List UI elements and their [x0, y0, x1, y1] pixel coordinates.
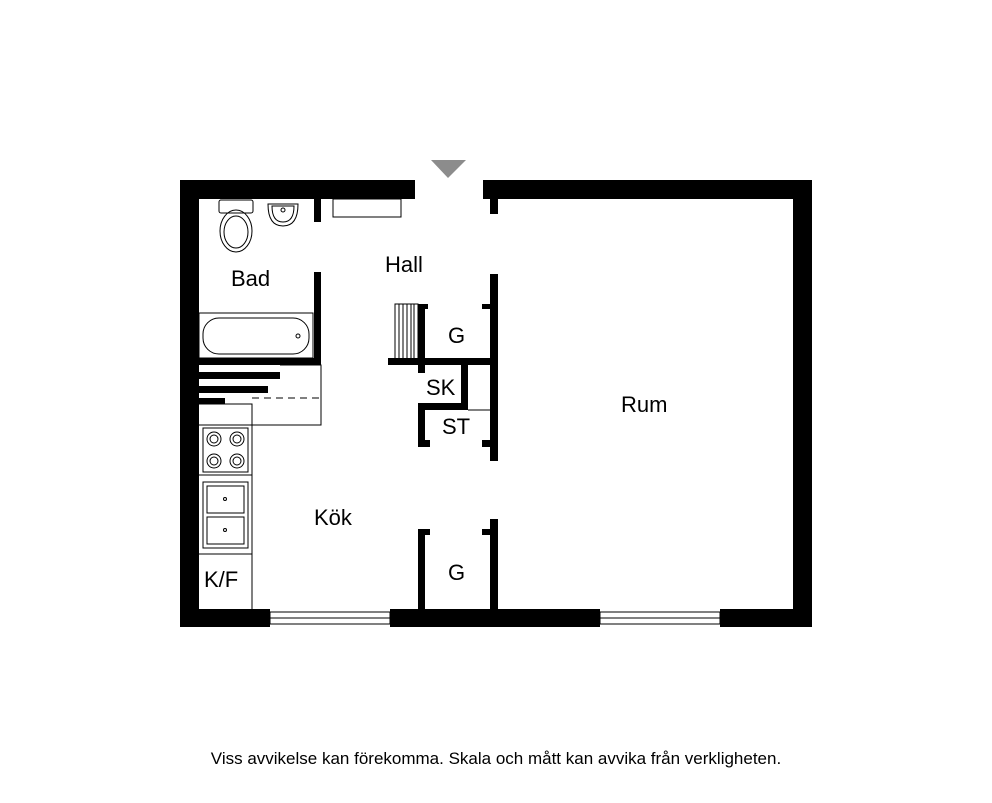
hall-shelf: [332, 198, 402, 218]
label-kf: K/F: [204, 567, 238, 592]
label-sk: SK: [426, 375, 456, 400]
wall-g2-left: [418, 529, 425, 609]
wall-g1-bottom: [388, 358, 494, 365]
windows: [269, 611, 721, 625]
wall-g1-top-right: [482, 304, 494, 309]
wall-kitchen-top-1: [180, 372, 280, 379]
wall-bath-right-top: [314, 199, 321, 222]
wall-sk-right: [461, 365, 468, 410]
floor-plan: Bad Hall G SK ST Rum Kök G K/F: [180, 160, 812, 627]
wall-g1-left: [418, 304, 425, 362]
toilet-icon: [218, 199, 254, 253]
stairs-icon: [394, 303, 419, 361]
wall-kitchen-top-3: [180, 372, 199, 404]
wall-g2-top-right: [482, 529, 494, 535]
wall-st-bottom-right: [482, 440, 494, 447]
wall-hall-rum-top: [490, 199, 498, 214]
label-st: ST: [442, 414, 470, 439]
disclaimer-text: Viss avvikelse kan förekomma. Skala och …: [210, 749, 782, 768]
wall-kitchen-top-2: [180, 386, 268, 393]
wall-top-left: [180, 180, 415, 199]
label-bad: Bad: [231, 266, 270, 291]
label-g-lower: G: [448, 560, 465, 585]
fixtures: [198, 198, 494, 609]
wall-kitchen-top-4: [180, 398, 225, 404]
wall-bottom-1: [180, 609, 270, 627]
wall-bath-bottom: [180, 358, 321, 365]
entrance-arrow-icon: [431, 160, 466, 178]
label-g-upper: G: [448, 323, 465, 348]
label-rum: Rum: [621, 392, 667, 417]
label-hall: Hall: [385, 252, 423, 277]
kitchen-sink-icon: [202, 481, 249, 549]
stove-icon: [202, 427, 249, 473]
wall-sk-bottom: [418, 403, 468, 410]
sink-icon: [267, 203, 299, 227]
wall-sk-left: [418, 365, 425, 373]
wall-hall-rum-mid: [490, 274, 498, 461]
wall-bottom-2: [390, 609, 600, 627]
room-labels: Bad Hall G SK ST Rum Kök G K/F: [204, 252, 667, 592]
walls: [180, 180, 812, 627]
wall-st-bottom-left: [418, 440, 430, 447]
wall-bottom-3: [720, 609, 812, 627]
wall-st-left: [418, 403, 425, 447]
wall-bath-right: [314, 272, 321, 362]
wall-right: [793, 180, 812, 627]
bathtub-icon: [198, 312, 314, 359]
wall-top-right: [483, 180, 812, 199]
label-kok: Kök: [314, 505, 353, 530]
wall-hall-rum-low: [490, 519, 498, 609]
kitchen-counter: [199, 364, 322, 609]
